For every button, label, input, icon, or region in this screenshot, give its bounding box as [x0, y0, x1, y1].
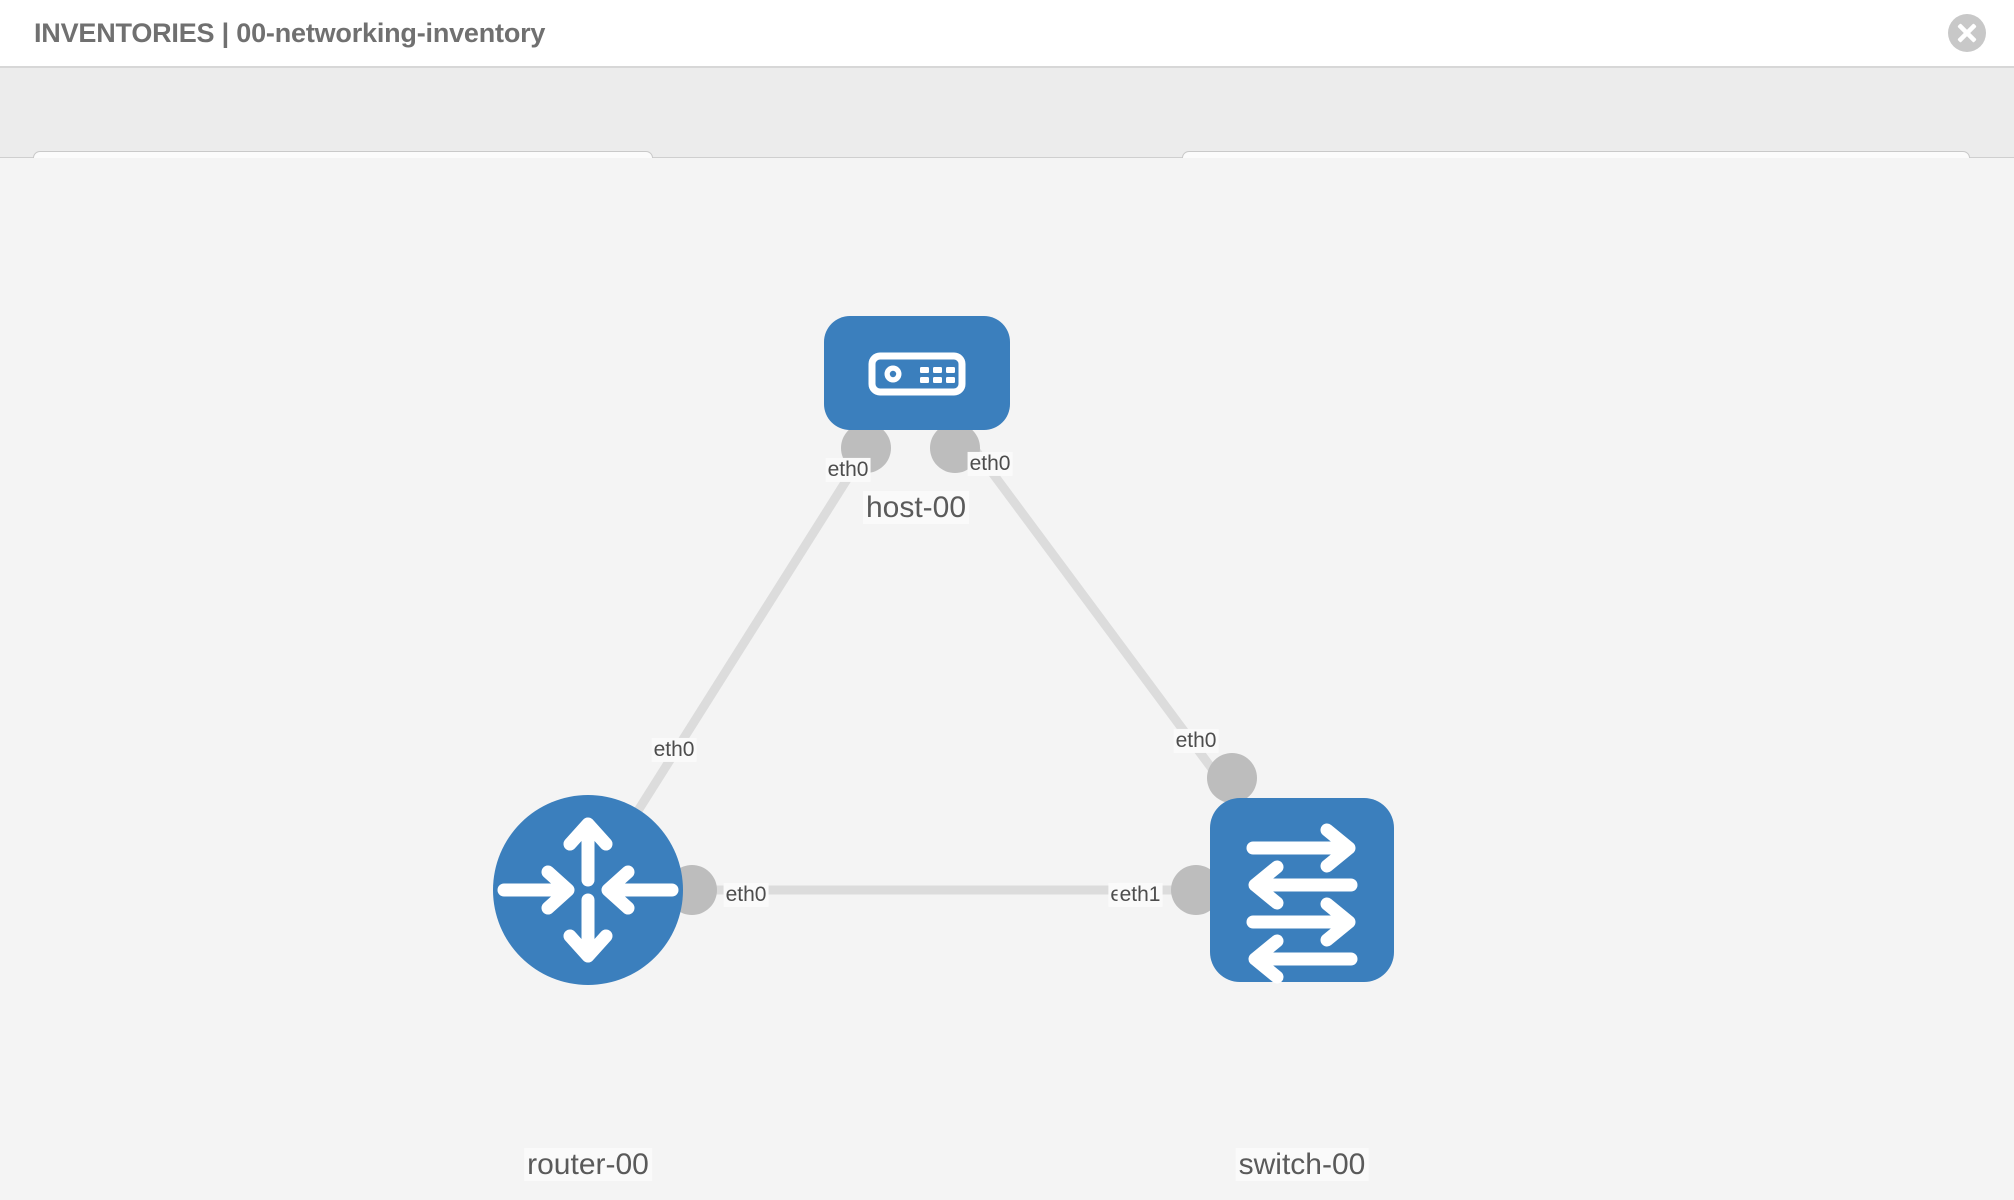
page-title: INVENTORIES | 00-networking-inventory	[34, 18, 546, 48]
endpoint-switch-left[interactable]	[1171, 865, 1221, 915]
topology-canvas[interactable]: eth0 eth0 eth0 eth0 eth0 eth eth1 host-0…	[0, 158, 2014, 1200]
iface-label-router-up: eth0	[651, 737, 697, 763]
endpoint-host-right[interactable]	[930, 423, 980, 473]
node-label-router-00: router-00	[524, 1148, 652, 1181]
node-switch-00[interactable]	[1210, 798, 1394, 984]
endpoint-switch-up[interactable]	[1207, 753, 1257, 803]
node-host-00[interactable]	[824, 316, 1010, 430]
iface-label-router-right: eth0	[723, 882, 769, 908]
title-bar: INVENTORIES | 00-networking-inventory	[0, 0, 2014, 68]
topology-graph	[493, 316, 1394, 985]
toolbar: ACTIONS SEARCH	[0, 68, 2014, 205]
iface-label-host-right: eth0	[967, 451, 1013, 477]
node-label-switch-00: switch-00	[1235, 1148, 1369, 1181]
iface-label-host-left: eth0	[825, 457, 871, 483]
node-label-host-00: host-00	[862, 491, 970, 524]
iface-label-switch-up: eth0	[1173, 728, 1219, 754]
iface-label-switch-left: eth1	[1117, 882, 1163, 908]
close-icon[interactable]	[1948, 14, 1986, 52]
node-router-00[interactable]	[493, 795, 683, 985]
